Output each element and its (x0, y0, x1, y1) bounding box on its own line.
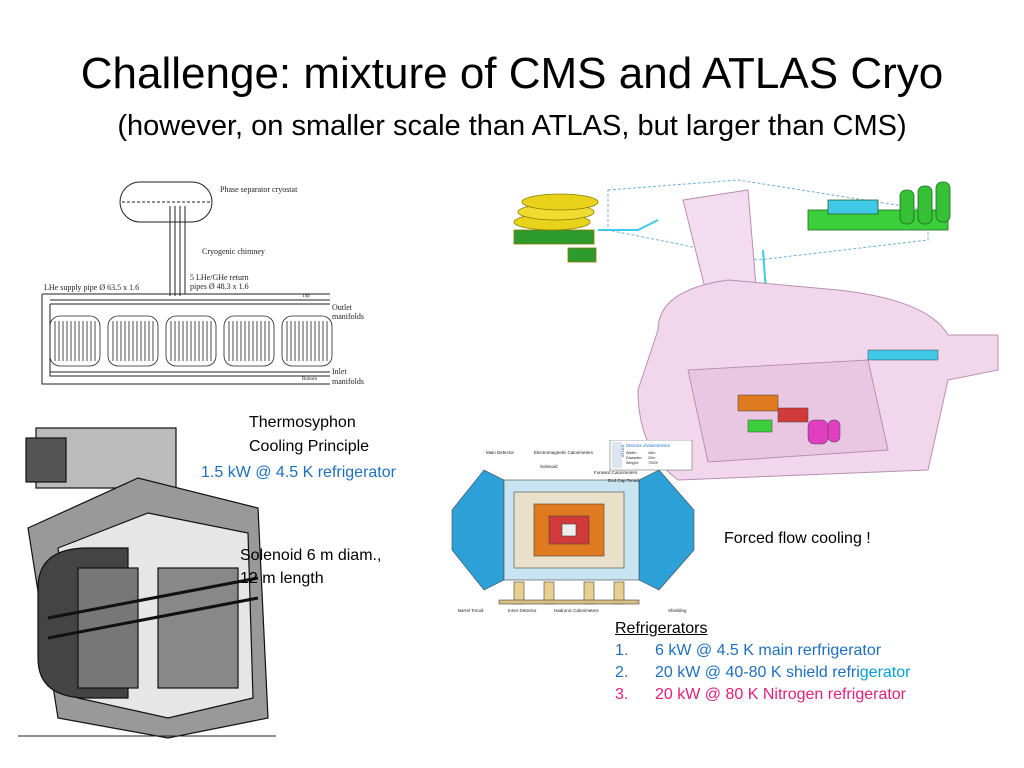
label-barrel-toroid: Barrel Toroid (458, 608, 484, 613)
atlas-detector-diagram: Main Detector Electromagnetic Calorimete… (451, 440, 695, 613)
list-item-number: 2. (615, 664, 629, 681)
list-item-text: 6 kW @ 4.5 K main rerfrigerator (655, 642, 882, 659)
slide-subtitle: (however, on smaller scale than ATLAS, b… (117, 110, 907, 142)
label-inlet-1: Inlet (332, 367, 347, 376)
label-diameter: Diameter: (626, 456, 642, 460)
cms-thermosyphon-diagram: Phase separator cryostat Cryogenic chimn… (41, 181, 364, 386)
label-inlet-2: manifolds (332, 377, 364, 386)
value-weight: 7000t (648, 461, 658, 465)
label-top: Top (302, 294, 310, 299)
label-outlet-1: Outlet (332, 303, 353, 312)
label-return-pipes-2: pipes Ø 48.3 x 1.6 (190, 282, 249, 291)
atlas-logo: ATLAS (620, 444, 625, 457)
list-item-text: 20 kW @ 40-80 K shield refri (655, 664, 860, 681)
cms-solenoid-line2: 12 m length (240, 570, 324, 587)
label-solenoid: Solenoid (540, 464, 558, 469)
cms-cooling-principle-label: Cooling Principle (249, 438, 370, 455)
label-em-calorimeters: Electromagnetic Calorimeters (534, 450, 594, 455)
refrigerators-block: Refrigerators 1. 6 kW @ 4.5 K main rerfr… (615, 618, 910, 706)
label-forward-calorimeters: Forward Calorimeters (594, 470, 638, 475)
cms-magnet-drawing (18, 427, 276, 739)
cms-refrigerator-label: 1.5 kW @ 4.5 K refrigerator (201, 464, 396, 481)
label-chimney: Cryogenic chimney (202, 247, 265, 256)
label-main-detector: Main Detector (486, 450, 515, 455)
label-return-pipes-1: 5 LHe/GHe return (190, 273, 249, 282)
slide-title: Challenge: mixture of CMS and ATLAS Cryo (80, 49, 944, 98)
label-supply-pipe: LHe supply pipe Ø 63.5 x 1.6 (44, 283, 139, 292)
list-item-number: 1. (615, 642, 629, 659)
list-item: 3. 20 kW @ 80 K Nitrogen refrigerator (615, 684, 910, 706)
label-end-cap-toroid: End Cap Toroid (608, 478, 639, 483)
cms-solenoid-line1: Solenoid 6 m diam., (240, 547, 382, 564)
refrigerators-list: 1. 6 kW @ 4.5 K main rerfrigerator 2. 20… (615, 640, 910, 706)
label-inner-detector: Inner Detector (508, 608, 537, 613)
list-item-number: 3. (615, 686, 629, 703)
cms-thermosyphon-label: Thermosyphon (249, 414, 356, 431)
atlas-cavern-drawing (513, 179, 999, 481)
refrigerators-heading: Refrigerators (615, 620, 708, 637)
label-shielding: Shielding (668, 608, 687, 613)
list-item-text-suffix: gerator (859, 664, 911, 681)
label-bottom: Bottom (302, 377, 317, 382)
value-diameter: 22m (648, 456, 655, 460)
label-width: Width: (626, 451, 637, 455)
label-outlet-2: manifolds (332, 312, 364, 321)
label-weight: Weight: (626, 461, 639, 465)
list-item-text: 20 kW @ 80 K Nitrogen refrigerator (655, 686, 907, 703)
value-width: 44m (648, 451, 655, 455)
label-detector-characteristics: Detector characteristics (626, 443, 670, 448)
list-item: 1. 6 kW @ 4.5 K main rerfrigerator (615, 640, 910, 662)
label-hadronic-calorimeters: Hadronic Calorimeters (554, 608, 600, 613)
list-item: 2. 20 kW @ 40-80 K shield refrigerator (615, 662, 910, 684)
atlas-forced-flow-label: Forced flow cooling ! (724, 530, 871, 547)
label-phase-separator: Phase separator cryostat (220, 185, 298, 194)
